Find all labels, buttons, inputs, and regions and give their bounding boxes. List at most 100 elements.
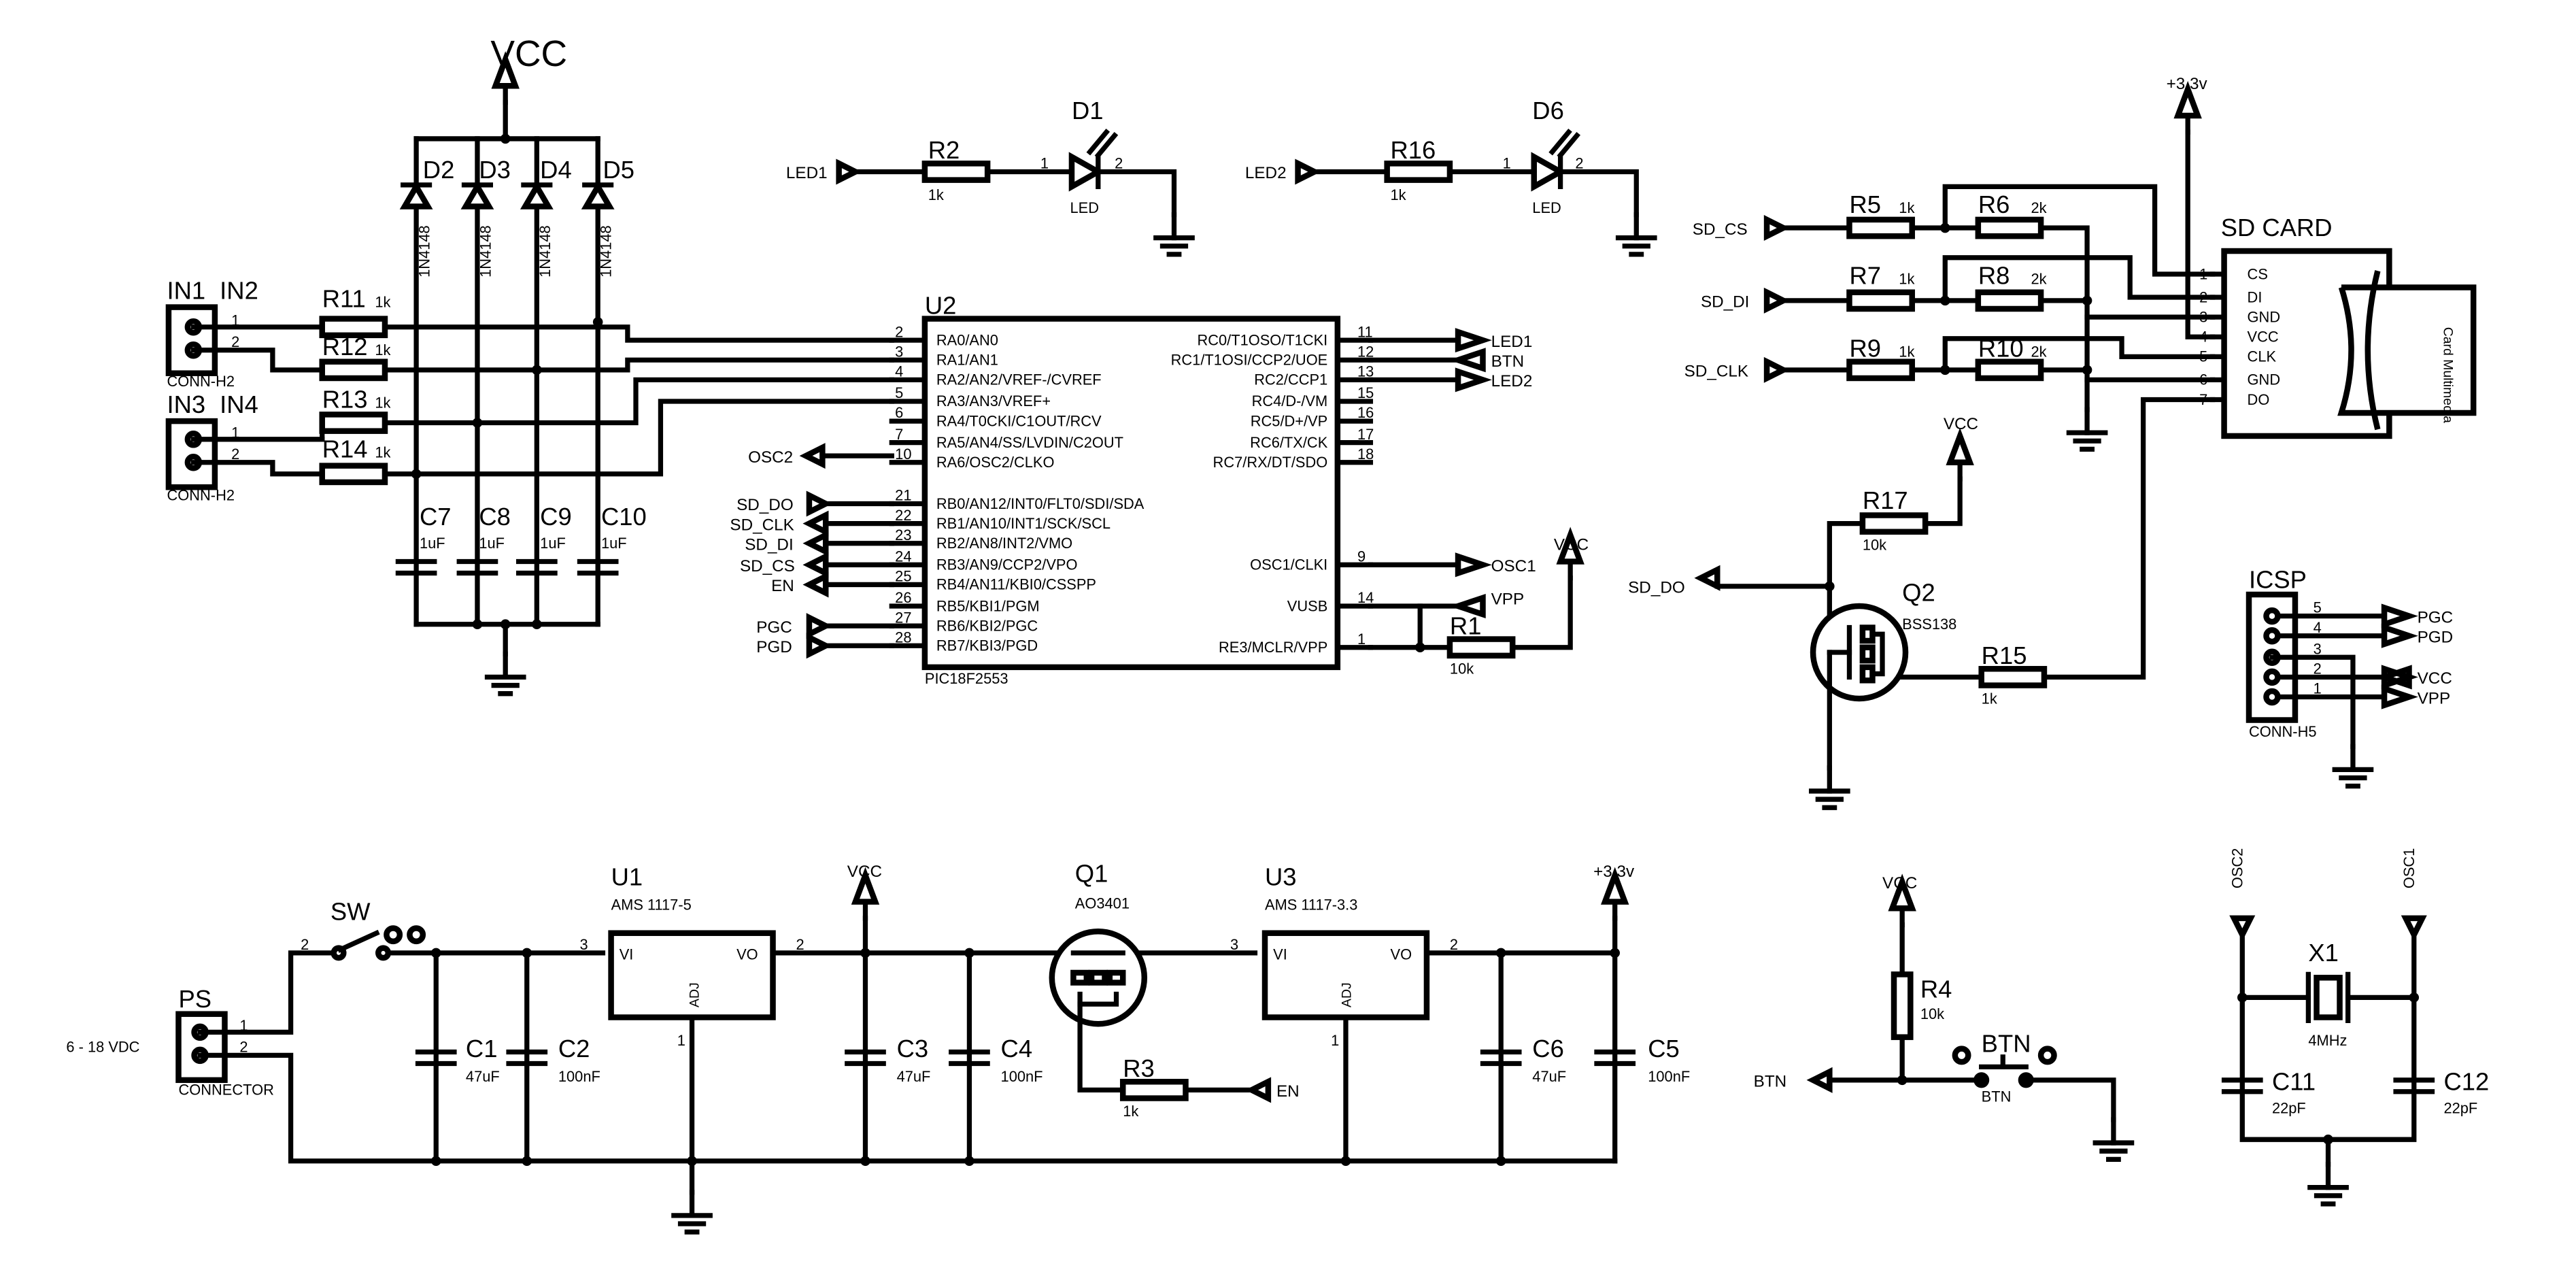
resistor-r13: R13 1k [322,386,391,431]
vcc-symbol-ps [855,875,875,918]
net-vpp-icsp: VPP [2418,689,2451,707]
mcu-pin-name: RB5/KBI1/PGM [936,597,1040,614]
ground-symbol-d6 [1619,215,1655,254]
mosfet-q1-ref: Q1 [1075,859,1108,887]
ground-symbol-icsp [2335,746,2371,786]
resistor-r8-ref: R8 [1978,262,2010,290]
net-pgc-icsp: PGC [2418,608,2454,626]
crystal-x1-ref: X1 [2308,939,2339,967]
capacitor-c11-ref: C11 [2272,1067,2316,1095]
resistor-r4-value: 10k [1920,1005,1944,1022]
resistor-r16-value: 1k [1391,186,1406,203]
mcu-pin-number: 18 [1357,446,1374,463]
svg-text:1: 1 [677,1032,685,1049]
v33-symbol-sd [2178,89,2198,132]
net-vcc-icsp: VCC [2418,669,2452,688]
resistor-r2 [925,163,987,180]
svg-text:3: 3 [579,936,588,953]
icsp-ref: ICSP [2249,565,2307,593]
svg-text:1: 1 [1040,155,1049,172]
resistor-r3-value: 1k [1123,1103,1138,1120]
sd-card-ref: SD CARD [2221,214,2333,241]
button-section: VCC R4 10k BTN BTN BTN [1754,874,2132,1159]
vcc-label-btn: VCC [1882,874,1917,892]
diode-d3-ref: D3 [479,156,511,184]
svg-text:VI: VI [620,946,634,963]
net-led1-mcu: LED1 [1491,333,1533,351]
led-d1-value: LED [1070,199,1100,216]
ground-symbol-sd [2069,410,2105,449]
sd-pin-number: 3 [2199,308,2207,325]
net-pgc-mcu: PGC [756,618,792,637]
resistor-r5 [1849,220,1912,236]
net-sd-di-input: SD_DI [1701,293,1749,312]
net-osc2-mcu: OSC2 [748,448,793,467]
net-sd-clk-input: SD_CLK [1684,363,1748,381]
resistor-r15-value: 1k [1982,690,1997,707]
mcu-pin-name: RB4/AN11/KBI0/CSSPP [936,576,1096,593]
mcu-pin-number: 23 [895,527,911,544]
mcu-pin-number: 12 [1357,343,1374,360]
sd-pin-number: 4 [2199,329,2207,346]
connector-ps-value: CONNECTOR [178,1082,273,1099]
capacitor-c5-ref: C5 [1648,1035,1680,1063]
mosfet-q2-ref: Q2 [1902,579,1935,607]
led-d1-ref: D1 [1072,97,1104,124]
capacitor-c3-ref: C3 [897,1035,929,1063]
vcc-label-ps: VCC [847,863,882,881]
svg-text:2: 2 [239,1039,248,1056]
svg-text:3: 3 [1230,936,1238,953]
net-sd-cs-input: SD_CS [1693,220,1748,239]
mcu-pin-name: RC2/CCP1 [1254,371,1327,388]
mcu-pin-name: RA6/OSC2/CLKO [936,454,1055,471]
led-d1-circuit: LED1 R2 1k 1 D1 LED 2 [786,97,1192,254]
diode-d4: D4 1N4148 [520,136,572,627]
connector-ps-ref: PS [178,985,211,1013]
resistor-r6 [1978,220,2041,236]
diode-d5-ref: D5 [603,156,634,184]
net-en-mcu: EN [771,577,794,595]
resistor-r16-ref: R16 [1391,136,1436,164]
svg-text:2: 2 [796,936,804,953]
resistor-r10 [1978,362,2041,378]
connector-in2-ref: IN2 [220,276,258,304]
resistor-r5-ref: R5 [1849,190,1881,218]
crystal-section: OSC2 OSC1 X1 4MHz C11 22pF C12 22pF [2221,848,2489,1204]
sd-pin-name: CLK [2248,348,2277,365]
mcu-pin-number: 2 [895,323,903,340]
mcu-pin-number: 27 [895,609,911,626]
svg-text:VO: VO [736,946,758,963]
svg-text:2: 2 [1115,155,1123,172]
net-led2-input: LED2 [1245,164,1287,182]
diode-d2-value: 1N4148 [416,225,433,278]
sd-pin-number: 1 [2199,265,2207,282]
resistor-r9-ref: R9 [1849,334,1881,362]
switch-sw-pin: 2 [301,936,309,953]
net-en-q1: EN [1276,1082,1300,1101]
mcu-pin-name: RA3/AN3/VREF+ [936,392,1051,410]
mcu-pin-name: RE3/MCLR/VPP [1219,639,1327,656]
mcu-pin-number: 26 [895,589,911,606]
mcu-pin-name: RB6/KBI2/PGC [936,617,1038,634]
resistor-r1 [1450,639,1512,656]
svg-text:2: 2 [231,333,239,350]
ground-symbol-q2 [1812,768,1848,807]
resistor-r8 [1978,293,2041,309]
mcu-pin-number: 25 [895,568,911,585]
net-osc2-crystal: OSC2 [2228,848,2245,888]
resistor-r11-value: 1k [375,294,390,311]
resistor-r12: R12 1k [322,333,391,378]
mcu-pin-name: RC0/T1OSO/T1CKI [1197,331,1327,348]
net-sd-clk-mcu: SD_CLK [730,516,794,534]
sd-pin-name: CS [2248,265,2268,282]
diode-d2: D2 1N4148 [399,136,454,627]
capacitor-c4-ref: C4 [1001,1035,1033,1063]
mcu-pin-number: 24 [895,548,911,565]
resistor-r13-value: 1k [375,395,390,412]
mcu-pin-number: 22 [895,507,911,524]
ground-symbol-btn [2095,1120,2131,1159]
capacitor-c7-ref: C7 [420,503,452,531]
resistor-r11-ref: R11 [322,285,366,313]
